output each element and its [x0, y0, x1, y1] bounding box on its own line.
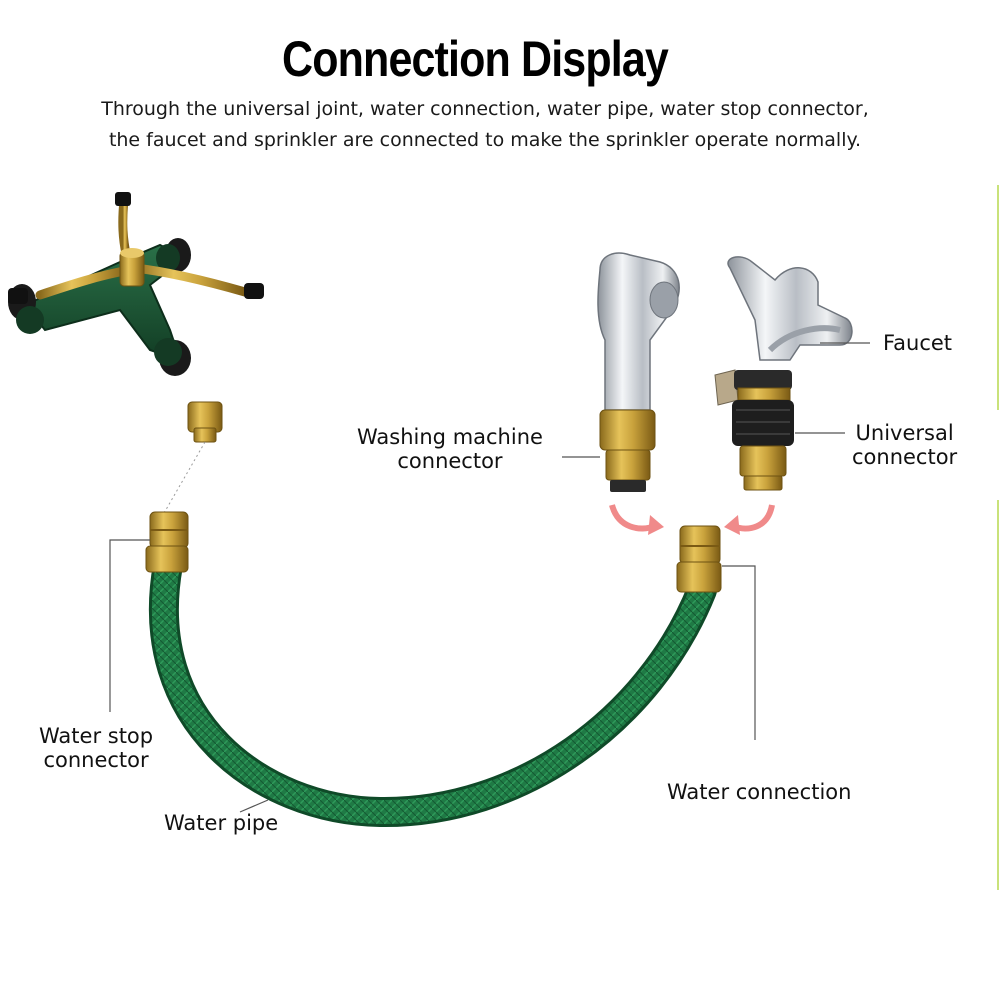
page-title: Connection Display	[282, 31, 669, 87]
label-universal-connector: Universal connector	[852, 421, 957, 469]
washing-machine-faucet-image	[597, 252, 680, 492]
label-water-stop-connector: Water stop connector	[39, 724, 153, 772]
faucet-image	[714, 256, 853, 406]
sprinkler-quick-connector	[159, 401, 223, 521]
subtitle-line-1: Through the universal joint, water conne…	[101, 98, 869, 120]
label-washing-machine-connector: Washing machine connector	[357, 425, 543, 473]
label-universal-connector-line-2: connector	[852, 445, 958, 469]
edge-accent-line	[997, 185, 999, 410]
water-pipe-texture	[151, 553, 714, 825]
leader-line-water-pipe	[239, 799, 269, 813]
label-universal-connector-line-1: Universal	[855, 421, 954, 445]
sprinkler-image	[8, 192, 264, 376]
leader-lines	[109, 342, 870, 813]
label-water-connection: Water connection	[667, 780, 852, 804]
label-water-stop-connector-line-2: connector	[43, 748, 149, 772]
water-stop-connector-image	[145, 511, 189, 573]
label-water-pipe: Water pipe	[164, 811, 279, 835]
label-water-stop-connector-line-1: Water stop	[39, 724, 154, 748]
universal-connector-image	[732, 370, 794, 491]
water-connection-image	[676, 525, 722, 593]
label-faucet: Faucet	[883, 331, 953, 355]
subtitle-line-2: the faucet and sprinkler are connected t…	[108, 129, 862, 151]
label-washing-machine-connector-line-2: connector	[397, 449, 503, 473]
connection-arrow-left	[609, 503, 664, 535]
label-washing-machine-connector-line-1: Washing machine	[357, 425, 543, 449]
connection-arrow-right	[724, 504, 775, 535]
edge-accent-line	[997, 500, 999, 890]
leader-line-water-connection	[722, 565, 756, 740]
leader-line-water-stop-connector	[109, 539, 150, 712]
